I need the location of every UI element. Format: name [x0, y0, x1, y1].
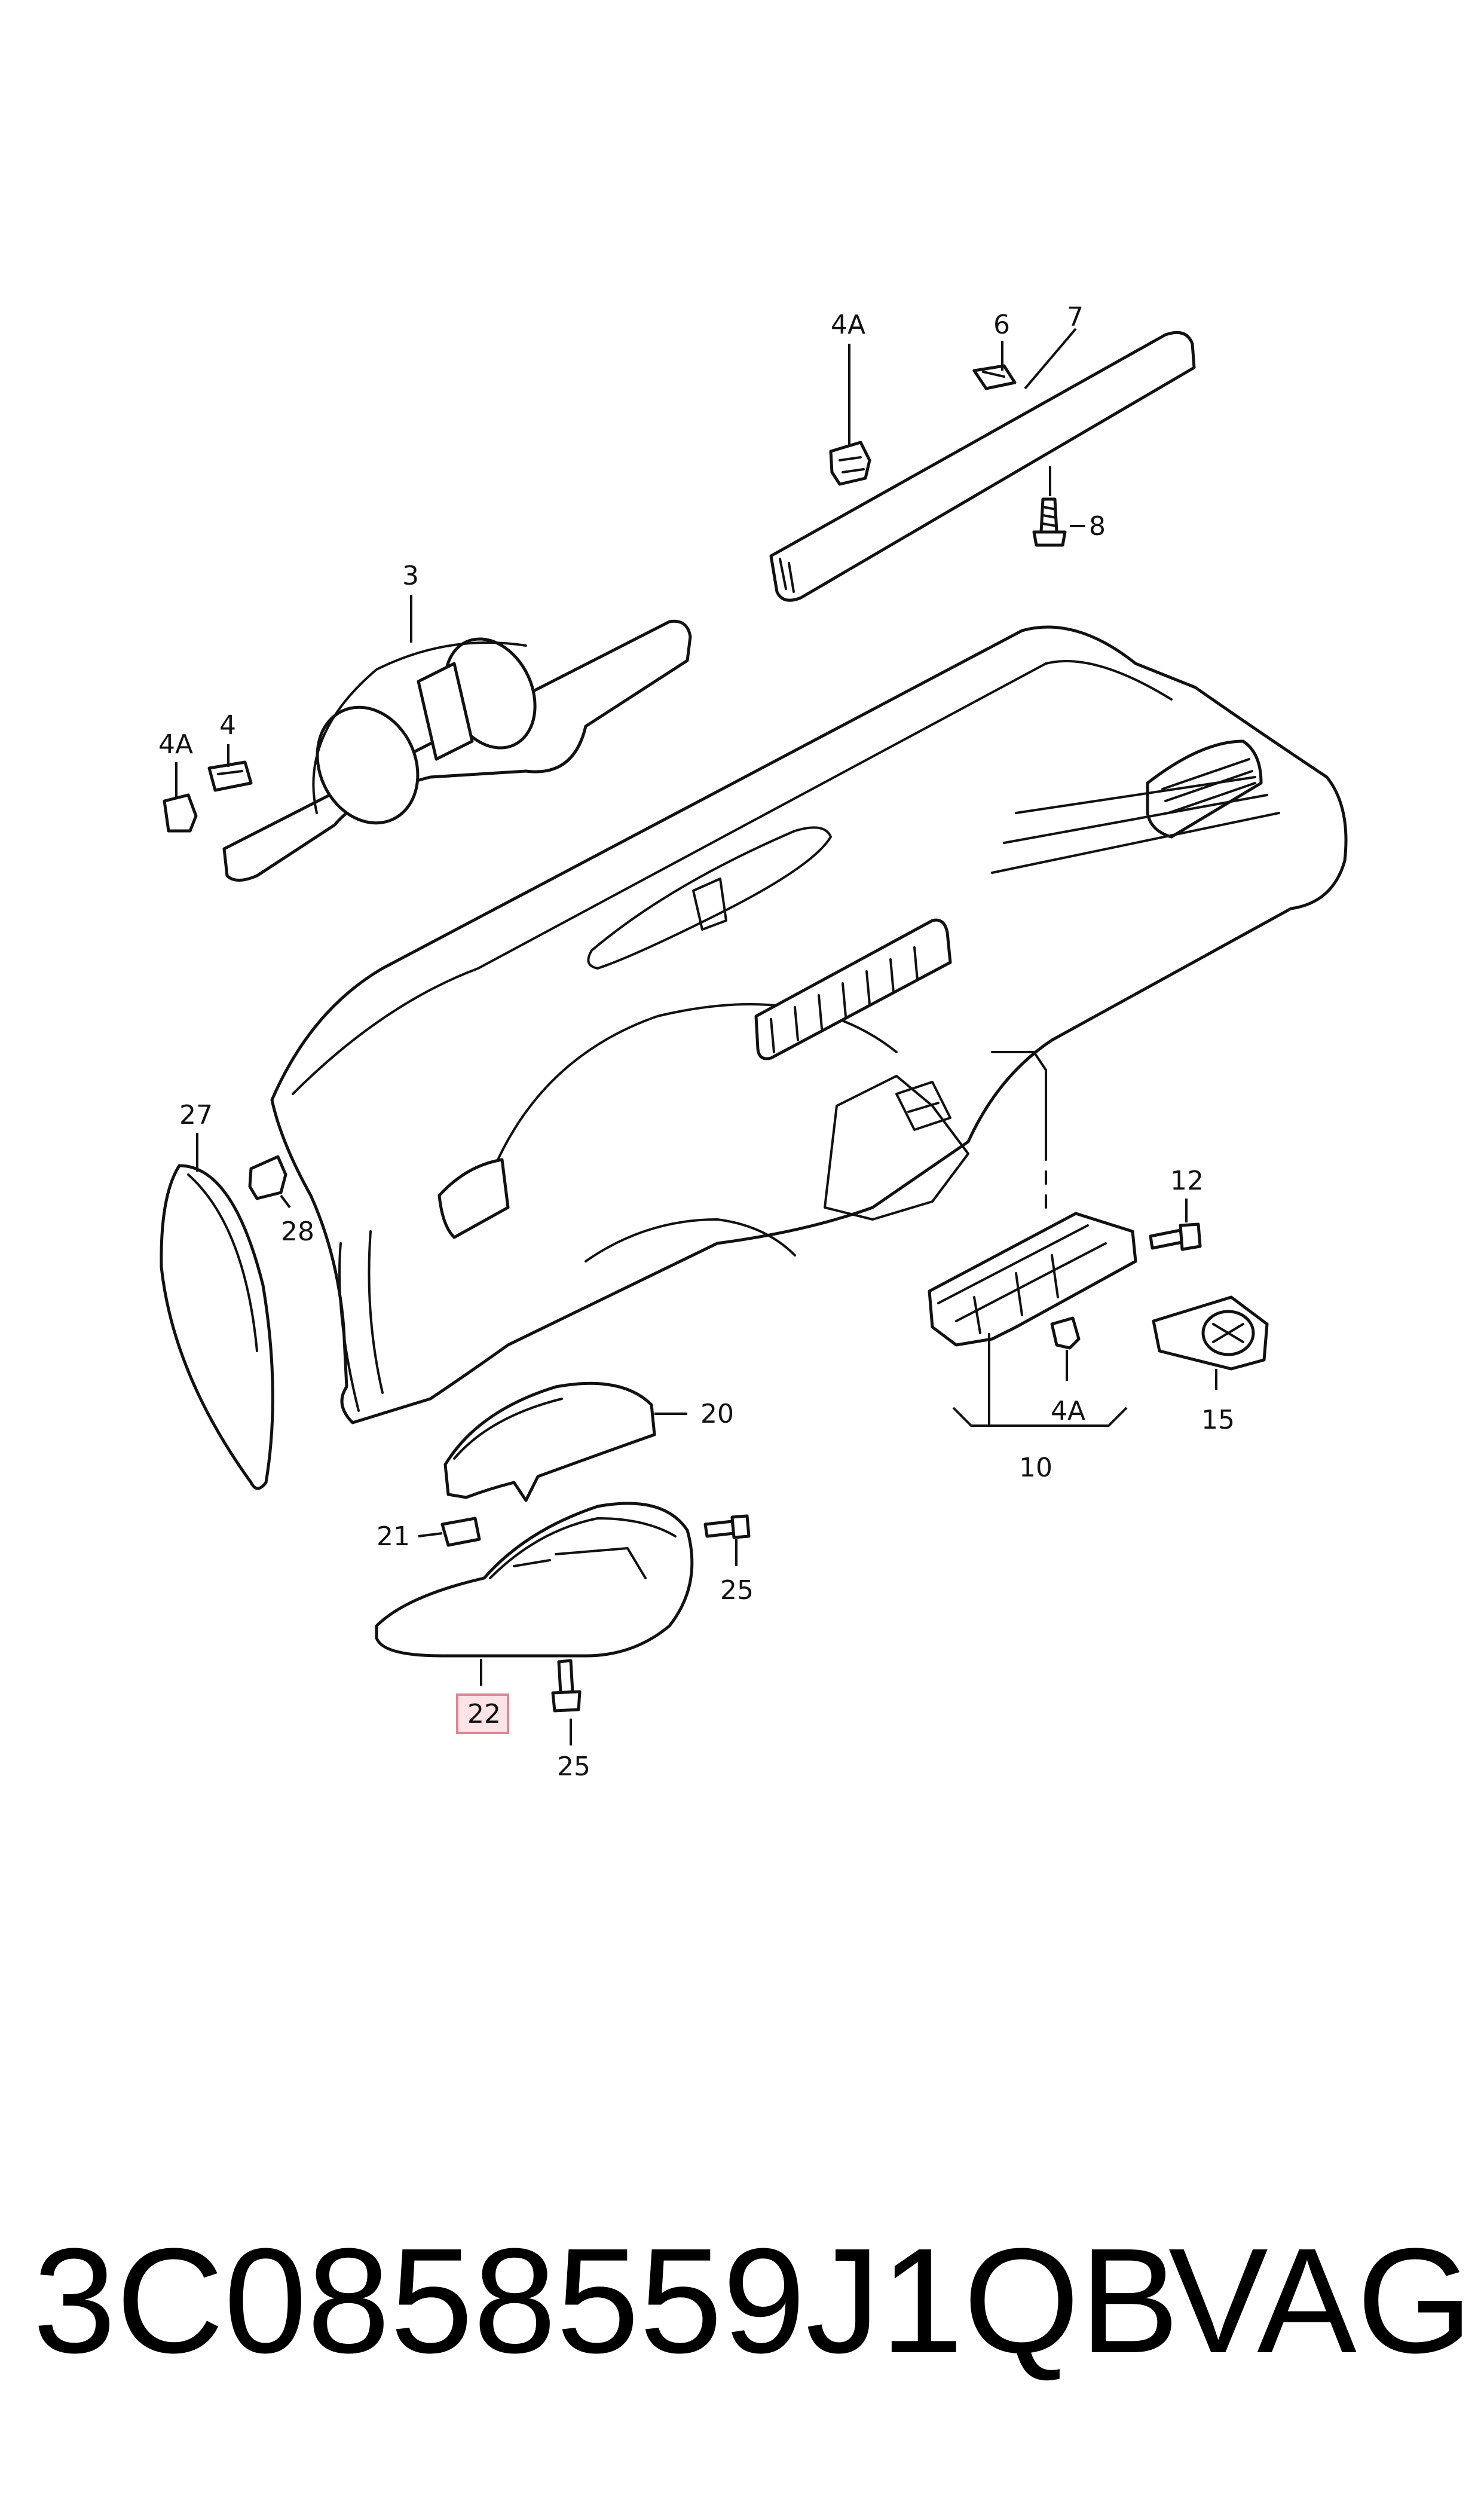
clip-part-4a-left	[163, 793, 198, 833]
callout-10: 10	[1019, 1453, 1052, 1483]
callout-21: 21	[377, 1521, 410, 1552]
callout-22: 22	[467, 1699, 501, 1729]
callout-3: 3	[402, 561, 419, 591]
screw-part-12	[1149, 1222, 1202, 1251]
leader-lines	[175, 328, 1217, 1745]
clip-part-28	[248, 1155, 287, 1200]
callout-4: 4	[219, 710, 236, 741]
clip-part-21	[440, 1517, 481, 1547]
brand-label: VAG	[1168, 2217, 1473, 2384]
trim-strip-part-7	[769, 331, 1196, 602]
callout-15: 15	[1201, 1405, 1235, 1435]
callout-7: 7	[1067, 302, 1084, 332]
callout-25-bottom: 25	[557, 1751, 590, 1782]
screw-part-25-right	[703, 1514, 751, 1539]
clip-part-4a-bottom	[1050, 1316, 1081, 1350]
clip-part-6	[972, 364, 1017, 390]
callout-4a-bottom: 4A	[1051, 1396, 1085, 1426]
clip-part-4	[207, 760, 253, 792]
callout-4a-top: 4A	[831, 310, 865, 340]
callout-12: 12	[1170, 1166, 1204, 1196]
screw-part-25-bottom	[551, 1659, 582, 1713]
switch-part-15	[1152, 1295, 1269, 1371]
callout-25-right: 25	[720, 1575, 754, 1606]
callout-8: 8	[1089, 511, 1106, 542]
callout-6: 6	[993, 310, 1010, 340]
clip-part-4a-top	[829, 441, 871, 486]
highlight-box-part-22	[456, 1693, 509, 1734]
bracket-module-part-10	[928, 1212, 1137, 1347]
callout-20: 20	[700, 1399, 734, 1429]
screw-part-8	[1032, 497, 1067, 547]
shroud-upper-part-20	[443, 1381, 656, 1502]
shroud-lower-part-22	[375, 1502, 694, 1658]
side-cover-part-27	[160, 1164, 274, 1490]
callout-4a-left: 4A	[158, 729, 193, 760]
callout-28: 28	[281, 1216, 314, 1247]
part-number: 3C0858559J1QB	[33, 2217, 1179, 2384]
cluster-trim-part-3	[222, 619, 692, 882]
callout-27: 27	[179, 1100, 213, 1130]
dashboard-panel	[270, 625, 1348, 1424]
